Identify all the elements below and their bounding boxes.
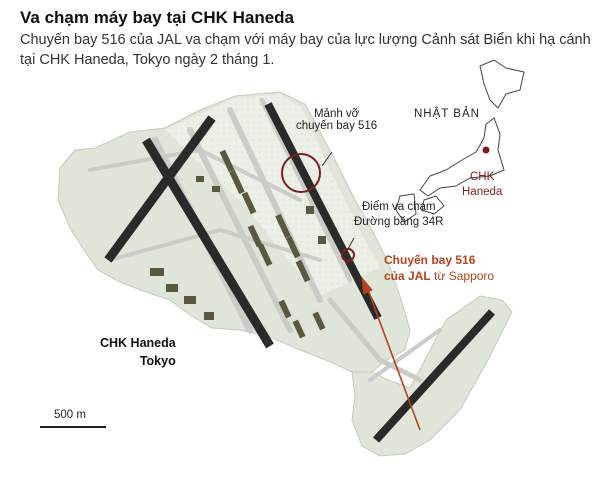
scale-label: 500 m [54,409,86,421]
flight-path [361,276,421,431]
collision-label-line1: Điểm va chạm [361,201,436,213]
flight-label: Chuyến bay 516 của JAL từ Sapporo [384,252,494,284]
debris-label-line1: Mảnh vỡ [313,108,360,120]
collision-label: Điểm va chạm Đường băng 34R [354,200,443,230]
country-label: NHẬT BẢN [414,108,480,120]
debris-marker [281,153,321,193]
debris-label: Mảnh vỡ chuyến bay 516 [296,108,377,132]
airport-label-line1: CHK Haneda [100,336,176,350]
flight-label-origin: từ Sapporo [430,269,495,283]
city-label-line2: Haneda [462,186,503,198]
collision-leader-line [347,237,355,250]
runways [104,102,495,443]
flight-label-line1: Chuyến bay 516 [384,253,476,267]
terminal-buildings [150,149,326,339]
page-title: Va chạm máy bay tại CHK Haneda [20,8,295,27]
debris-label-line2: chuyến bay 516 [296,120,378,132]
city-label-line1: CHK [470,171,495,183]
page-subtitle: Chuyến bay 516 của JAL va chạm với máy b… [20,32,591,68]
airport-label: CHK Haneda Tokyo [100,334,176,370]
haneda-location-dot [482,146,490,154]
collision-label-line2: Đường băng 34R [354,216,444,228]
japan-inset-map [395,59,525,223]
debris-leader-line [321,151,333,167]
flight-label-airline: của JAL [384,269,431,283]
airport-label-line2: Tokyo [139,354,176,368]
city-label: CHK Haneda [462,170,502,200]
